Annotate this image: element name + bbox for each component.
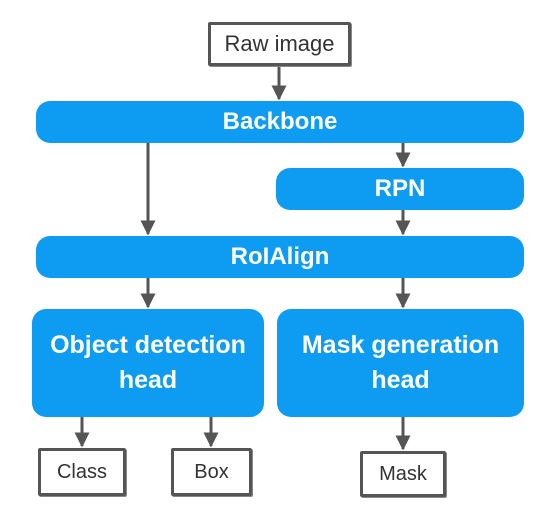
box-node: Box (171, 448, 252, 496)
mask-generation-head-label: Mask generation head (301, 331, 500, 394)
roialign-node: RoIAlign (36, 236, 524, 278)
box-label: Box (194, 460, 229, 483)
roialign-label: RoIAlign (230, 243, 330, 270)
mask-label: Mask (379, 462, 427, 485)
class-label: Class (56, 460, 107, 483)
raw-image-node: Raw image (208, 22, 351, 66)
mask-generation-head-node: Mask generation head (277, 309, 524, 417)
rpn-label: RPN (374, 175, 426, 202)
backbone-label: Backbone (222, 108, 338, 135)
class-node: Class (38, 448, 126, 496)
rpn-node: RPN (276, 168, 524, 210)
object-detection-head-node: Object detection head (32, 309, 264, 417)
raw-image-label: Raw image (224, 31, 335, 56)
mask-node: Mask (360, 451, 446, 497)
object-detection-head-label: Object detection head (50, 331, 246, 394)
backbone-node: Backbone (36, 101, 524, 143)
